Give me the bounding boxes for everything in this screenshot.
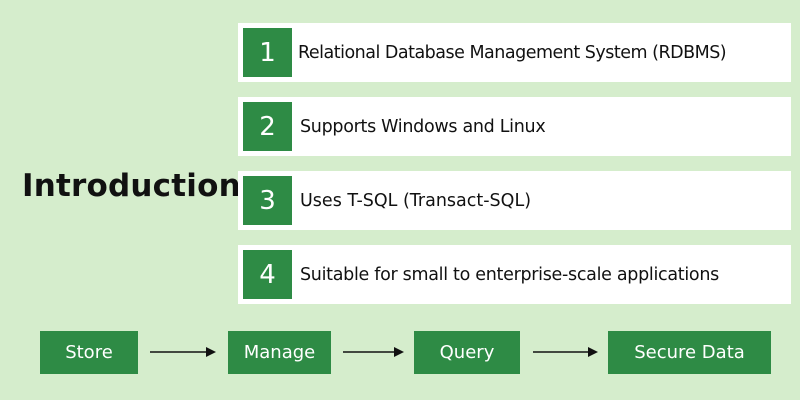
- feature-number-2: 2: [243, 102, 292, 151]
- feature-card-3: 3 Uses T-SQL (Transact-SQL): [238, 171, 791, 230]
- flow-step-query: Query: [414, 331, 520, 374]
- page-title: Introduction: [22, 168, 241, 204]
- flow-step-secure-data: Secure Data: [608, 331, 771, 374]
- feature-card-4: 4 Suitable for small to enterprise-scale…: [238, 245, 791, 304]
- feature-number-1: 1: [243, 28, 292, 77]
- feature-text-3: Uses T-SQL (Transact-SQL): [300, 190, 532, 211]
- flow-step-store: Store: [40, 331, 138, 374]
- feature-text-2: Supports Windows and Linux: [300, 116, 546, 137]
- flow-step-manage: Manage: [228, 331, 331, 374]
- feature-text-4: Suitable for small to enterprise-scale a…: [300, 264, 719, 285]
- feature-card-2: 2 Supports Windows and Linux: [238, 97, 791, 156]
- feature-number-4: 4: [243, 250, 292, 299]
- feature-card-1: 1 Relational Database Management System …: [238, 23, 791, 82]
- arrow-right-icon: [150, 345, 216, 359]
- arrow-right-icon: [533, 345, 598, 359]
- feature-number-3: 3: [243, 176, 292, 225]
- arrow-right-icon: [343, 345, 404, 359]
- feature-text-1: Relational Database Management System (R…: [298, 42, 727, 63]
